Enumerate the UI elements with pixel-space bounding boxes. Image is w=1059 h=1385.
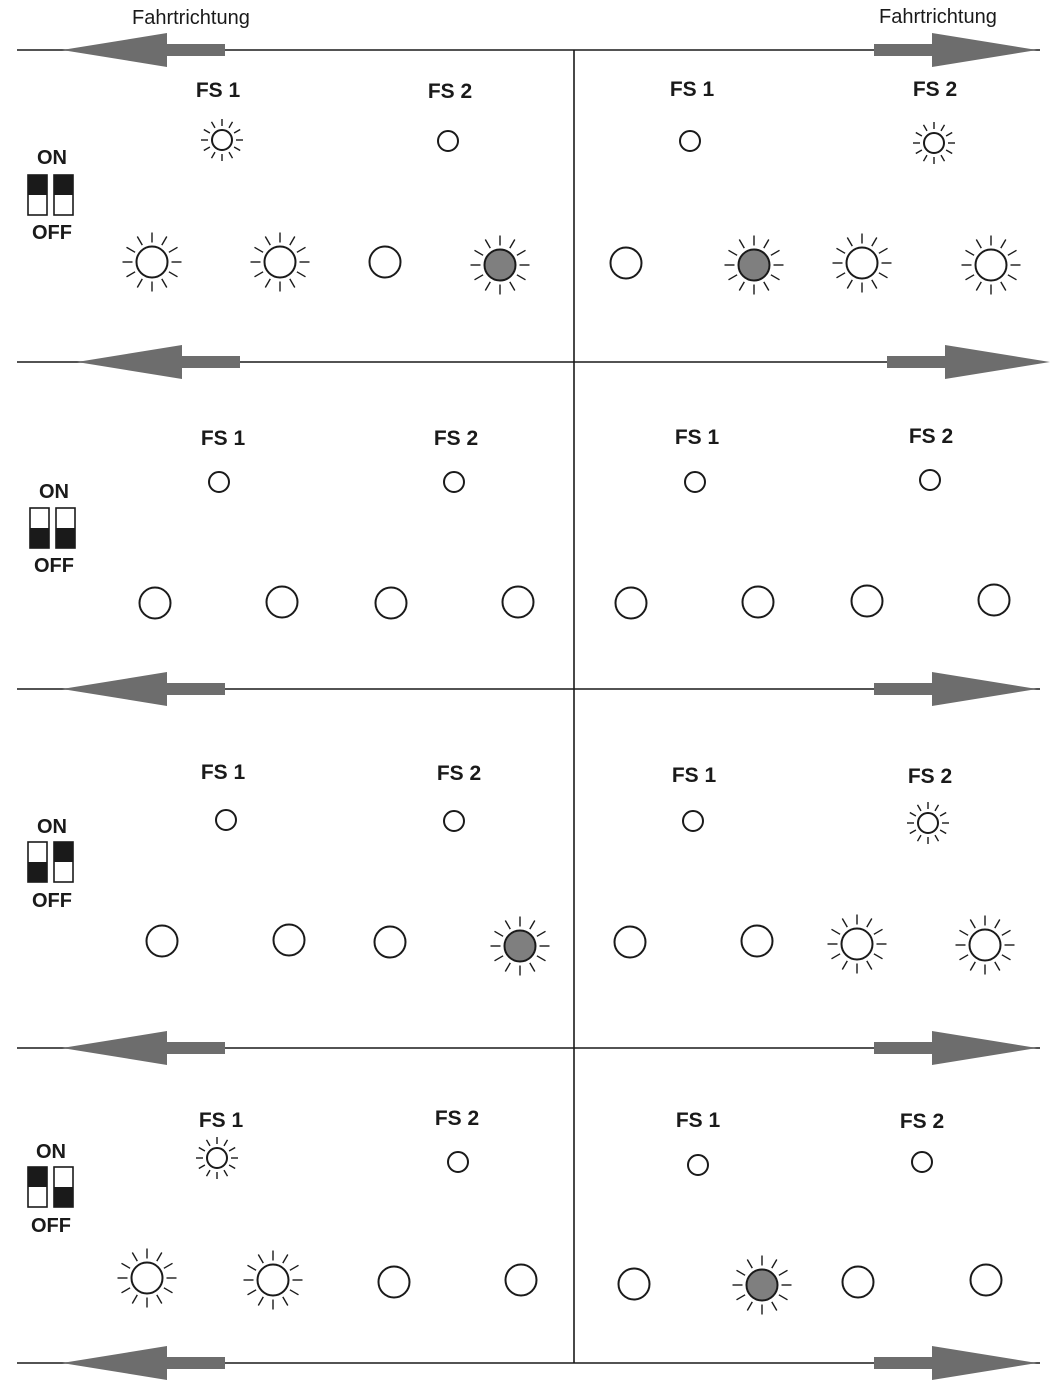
- lamp-row4-right-3: [841, 1265, 875, 1299]
- fs2-lamp-row2-right: [919, 469, 941, 491]
- fs2-lamp-row3-left: [443, 810, 465, 832]
- lamp-row1-left-1: [122, 232, 182, 292]
- arrow-right-2: [887, 345, 1050, 379]
- fs2-lamp-row2-left: [443, 471, 465, 493]
- lamp-row2-right-4: [977, 583, 1011, 617]
- lamp-row1-right-3: [832, 233, 892, 293]
- lamp-row3-left-2: [272, 923, 306, 957]
- lamp-row4-left-3: [377, 1265, 411, 1299]
- fs1-label-row2-left: FS 1: [200, 427, 246, 450]
- lamp-row4-right-4: [969, 1263, 1003, 1297]
- switch-on-label-row1: ON: [37, 147, 67, 169]
- fs1-lamp-row3-left: [215, 809, 237, 831]
- lamp-row4-right-1: [617, 1267, 651, 1301]
- fs2-lamp-row4-left: [447, 1151, 469, 1173]
- arrow-left-2: [77, 345, 240, 379]
- fs2-label-row2-left: FS 2: [433, 427, 479, 450]
- lamp-row1-left-2: [250, 232, 310, 292]
- fs1-lamp-row1-right: [679, 130, 701, 152]
- fs1-label-row1-right: FS 1: [669, 78, 715, 101]
- fs1-label-row4-right: FS 1: [675, 1109, 721, 1132]
- lamp-row4-left-4: [504, 1263, 538, 1297]
- switch-on-label-row3: ON: [37, 816, 67, 838]
- fs1-lamp-row4-right: [687, 1154, 709, 1176]
- lamp-row1-right-4: [961, 235, 1021, 295]
- fs2-label-row3-right: FS 2: [907, 765, 953, 788]
- lamp-row1-left-3: [368, 245, 402, 279]
- lamp-row4-left-1: [117, 1248, 177, 1308]
- arrow-right-3: [874, 672, 1037, 706]
- fs2-lamp-row4-right: [911, 1151, 933, 1173]
- fs1-label-row3-left: FS 1: [200, 761, 246, 784]
- fs1-lamp-row2-left: [208, 471, 230, 493]
- fs1-label-row1-left: FS 1: [195, 79, 241, 102]
- fs1-label-row3-right: FS 1: [671, 764, 717, 787]
- lamp-row2-right-2: [741, 585, 775, 619]
- fs2-lamp-row1-left: [437, 130, 459, 152]
- fs2-label-row2-right: FS 2: [908, 425, 954, 448]
- arrow-left-5: [62, 1346, 225, 1380]
- fs1-lamp-row4-left: [196, 1137, 238, 1179]
- lamp-row3-left-4: [490, 916, 550, 976]
- lamp-row3-right-1: [613, 925, 647, 959]
- switch-on-label-row2: ON: [39, 481, 69, 503]
- fs2-label-row4-right: FS 2: [899, 1110, 945, 1133]
- switch-off-label-row2: OFF: [34, 555, 74, 577]
- lamp-row3-left-1: [145, 924, 179, 958]
- fs2-label-row4-left: FS 2: [434, 1107, 480, 1130]
- lamp-row2-left-1: [138, 586, 172, 620]
- fs2-lamp-row3-right: [907, 802, 949, 844]
- dip-switch-row4: [27, 1166, 74, 1208]
- dip-switch-row3: [27, 841, 74, 883]
- lamp-row2-right-3: [850, 584, 884, 618]
- lamp-row2-right-1: [614, 586, 648, 620]
- switch-on-label-row4: ON: [36, 1141, 66, 1163]
- dip-switch-row2: [29, 507, 76, 549]
- arrow-right-5: [874, 1346, 1037, 1380]
- arrow-left-1: [62, 33, 225, 67]
- fs2-label-row1-right: FS 2: [912, 78, 958, 101]
- fs2-lamp-row1-right: [913, 122, 955, 164]
- fs2-label-row1-left: FS 2: [427, 80, 473, 103]
- direction-label-left: Fahrtrichtung: [132, 7, 250, 29]
- arrow-left-3: [62, 672, 225, 706]
- lamp-row3-left-3: [373, 925, 407, 959]
- fs1-lamp-row2-right: [684, 471, 706, 493]
- lamp-row4-right-2: [732, 1255, 792, 1315]
- lamp-row3-right-4: [955, 915, 1015, 975]
- lamp-row1-right-2: [724, 235, 784, 295]
- switch-off-label-row4: OFF: [31, 1215, 71, 1237]
- fs1-lamp-row1-left: [201, 119, 243, 161]
- fs2-label-row3-left: FS 2: [436, 762, 482, 785]
- lamp-row1-left-4: [470, 235, 530, 295]
- lamp-row2-left-3: [374, 586, 408, 620]
- fs1-label-row2-right: FS 1: [674, 426, 720, 449]
- fs1-lamp-row3-right: [682, 810, 704, 832]
- switch-off-label-row3: OFF: [32, 890, 72, 912]
- lamp-row4-left-2: [243, 1250, 303, 1310]
- lamp-row2-left-4: [501, 585, 535, 619]
- arrow-right-4: [874, 1031, 1037, 1065]
- lamp-row3-right-3: [827, 914, 887, 974]
- fs1-label-row4-left: FS 1: [198, 1109, 244, 1132]
- arrow-right-1: [874, 33, 1037, 67]
- arrow-left-4: [62, 1031, 225, 1065]
- lamp-row3-right-2: [740, 924, 774, 958]
- dip-switch-row1: [27, 174, 74, 216]
- lamp-row1-right-1: [609, 246, 643, 280]
- direction-label-right: Fahrtrichtung: [879, 6, 997, 28]
- switch-off-label-row1: OFF: [32, 222, 72, 244]
- lamp-row2-left-2: [265, 585, 299, 619]
